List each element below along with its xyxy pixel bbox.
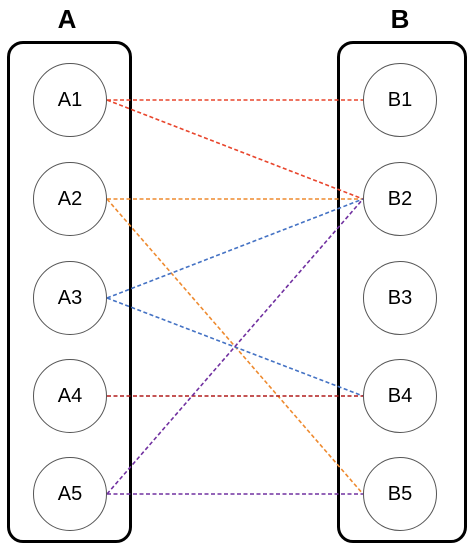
node-a4: A4 (33, 359, 107, 433)
node-a1: A1 (33, 63, 107, 137)
node-b4: B4 (363, 359, 437, 433)
group-a-title: A (57, 4, 77, 34)
edge-a3-b2 (106, 198, 364, 299)
node-b3: B3 (363, 261, 437, 335)
edge-a5-b2 (106, 198, 364, 495)
edge-a3-b4 (106, 297, 364, 397)
node-b2: B2 (363, 162, 437, 236)
group-b-title: B (390, 4, 410, 34)
node-b1: B1 (363, 63, 437, 137)
node-a2: A2 (33, 162, 107, 236)
node-a3: A3 (33, 261, 107, 335)
node-a5: A5 (33, 457, 107, 531)
node-b5: B5 (363, 457, 437, 531)
group-a-container (7, 41, 132, 543)
group-b-container (337, 41, 467, 543)
edge-a1-b2 (106, 99, 364, 200)
